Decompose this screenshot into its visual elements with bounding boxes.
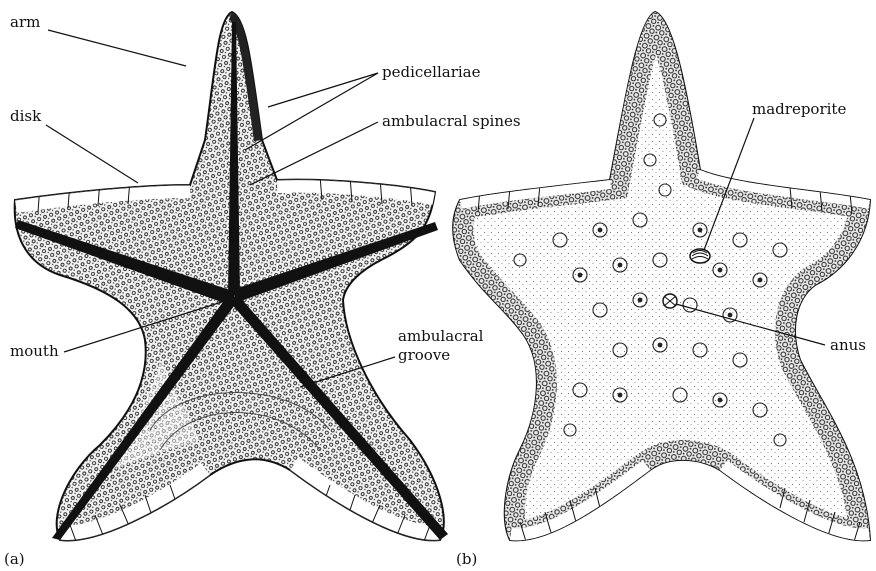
label-arm: arm <box>10 13 40 31</box>
label-pedicellariae: pedicellariae <box>382 63 481 81</box>
madreporite-plate <box>690 249 710 263</box>
label-anus: anus <box>830 336 866 354</box>
label-mouth: mouth <box>10 342 59 360</box>
label-ambulacral-groove-2: groove <box>398 346 450 364</box>
caption-b: (b) <box>456 550 477 568</box>
label-ambulacral-groove-1: ambulacral <box>398 327 484 345</box>
starfish-aboral-view: madreporite anus (b) <box>453 12 870 568</box>
starfish-oral-view: arm disk pedicellariae ambulacral spines… <box>4 12 521 568</box>
anus-marker <box>663 294 677 308</box>
label-disk: disk <box>10 107 42 125</box>
caption-a: (a) <box>4 550 25 568</box>
label-madreporite: madreporite <box>752 100 846 118</box>
label-ambulacral-spines: ambulacral spines <box>382 112 521 130</box>
